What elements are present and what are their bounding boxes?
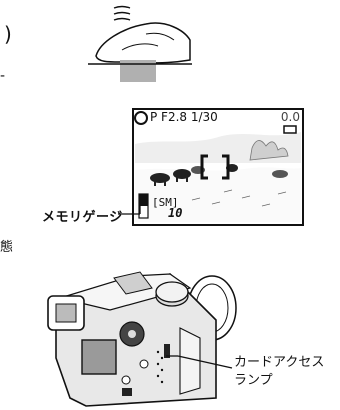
motion-mark-2 xyxy=(113,11,131,15)
finger-icon xyxy=(95,22,191,64)
card-access-lamp-label: カードアクセス ランプ xyxy=(234,354,324,390)
record-mode-icon xyxy=(134,111,148,125)
margin-paren: ) xyxy=(4,22,12,46)
frame-count: 10 xyxy=(168,206,183,220)
af-frame-icon xyxy=(200,154,230,180)
camera-illustration xyxy=(47,271,237,407)
card-access-lamp-icon xyxy=(164,344,170,358)
margin-dash: - xyxy=(0,68,6,84)
card-lamp-leader xyxy=(166,355,233,369)
memory-gauge-label: メモリゲージ xyxy=(42,210,123,225)
memory-gauge-leader xyxy=(118,206,141,215)
rear-button-2 xyxy=(121,375,131,385)
card-icon xyxy=(283,125,297,134)
shutter-press-illustration xyxy=(88,5,192,82)
top-lcd xyxy=(113,271,153,295)
rear-lcd xyxy=(81,339,117,375)
card-slot-cover xyxy=(179,327,201,395)
lcd-display: P F2.8 1/30 0.0 [SM] 10 xyxy=(132,108,304,226)
motion-mark-3 xyxy=(113,17,131,21)
rear-button-3 xyxy=(122,388,132,396)
lcd-trees xyxy=(249,140,289,161)
finger-nail xyxy=(145,32,175,41)
media-indicator: [SM] xyxy=(152,196,179,209)
exposure-readout: P F2.8 1/30 xyxy=(150,110,218,124)
grip-texture xyxy=(156,350,164,384)
exposure-compensation: 0.0 xyxy=(280,110,300,124)
card-access-lamp-label-line2: ランプ xyxy=(234,373,273,388)
motion-mark-1 xyxy=(113,5,131,9)
shutter-button-icon xyxy=(120,60,156,82)
lcd-frame xyxy=(132,108,304,226)
memory-gauge-fill xyxy=(139,194,148,206)
margin-kanji: 態 xyxy=(0,240,14,255)
finger-crease xyxy=(121,43,159,51)
card-access-lamp-label-line1: カードアクセス xyxy=(234,355,325,370)
lcd-grass xyxy=(191,189,287,207)
lcd-status-bar: P F2.8 1/30 0.0 xyxy=(132,108,304,128)
rear-button-1 xyxy=(139,359,149,369)
